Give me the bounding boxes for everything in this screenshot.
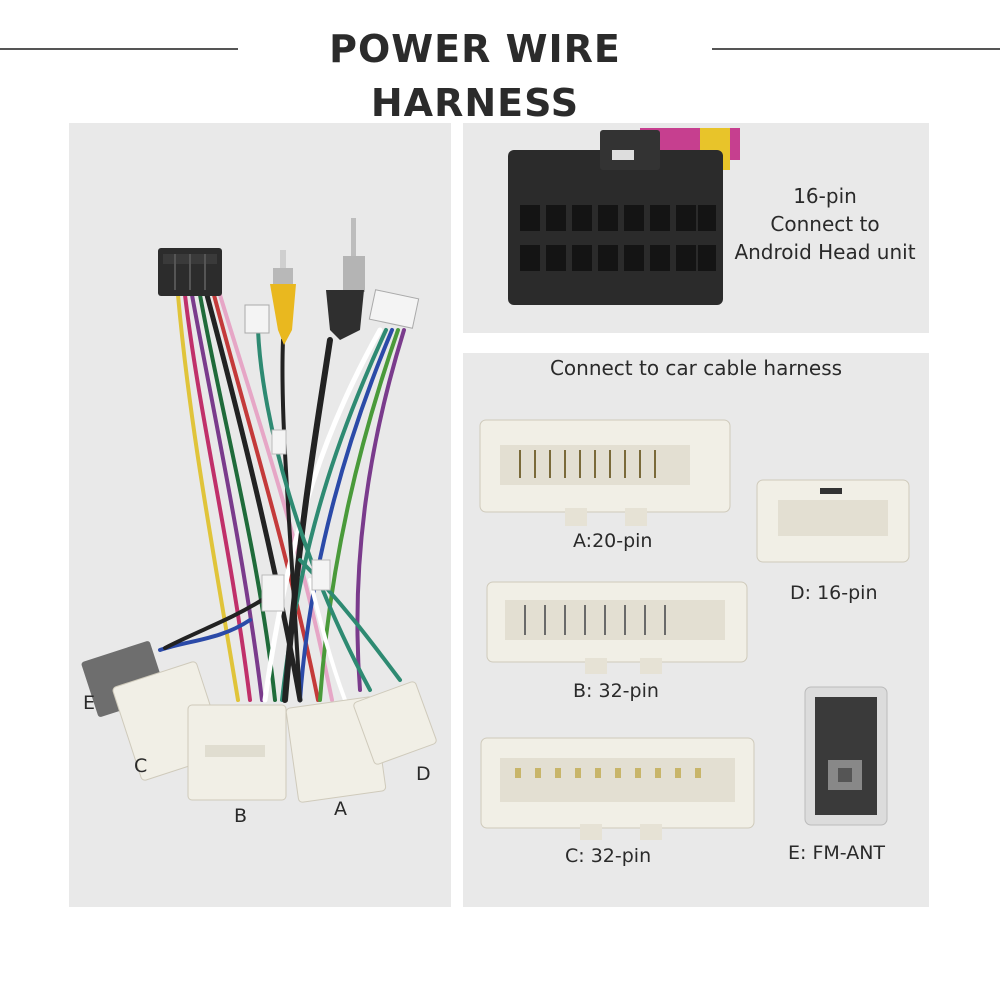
connector-c-label: C: 32-pin xyxy=(565,845,652,867)
head-unit-pin-count: 16-pin xyxy=(793,184,857,208)
title-rule-left xyxy=(0,48,238,50)
connector-b-image xyxy=(486,581,748,674)
connector-e-image xyxy=(804,686,888,826)
plug-letter-b: B xyxy=(234,805,248,827)
wire-label-tag xyxy=(271,429,287,455)
plug-letter-a: A xyxy=(334,798,347,820)
plug-letter-d: D xyxy=(416,763,431,785)
wire-label-tag xyxy=(311,559,331,591)
rca-plug xyxy=(270,250,296,345)
connector-a-image xyxy=(479,419,731,526)
title-rule-right xyxy=(712,48,1000,50)
head-unit-target-label: Android Head unit xyxy=(734,240,916,264)
plug-letter-e: E xyxy=(83,692,96,714)
plug-b xyxy=(187,704,287,801)
head-unit-plug-small xyxy=(158,248,222,296)
title-row: POWER WIRE HARNESS xyxy=(0,22,1000,125)
car-harness-heading: Connect to car cable harness xyxy=(549,356,843,380)
connector-e-label: E: FM-ANT xyxy=(788,842,886,864)
head-unit-caption: 16-pin Connect to Android Head unit xyxy=(700,182,950,266)
connector-a-label: A:20-pin xyxy=(573,530,653,552)
wire-bundle xyxy=(158,292,406,703)
wire-label-tag xyxy=(261,574,285,612)
head-unit-socket xyxy=(508,128,740,305)
plug-d xyxy=(353,681,437,765)
connector-d-label: D: 16-pin xyxy=(790,582,878,604)
connector-d-image xyxy=(756,479,910,563)
connector-b-label: B: 32-pin xyxy=(573,680,659,702)
head-unit-connect-label: Connect to xyxy=(770,212,880,236)
page-title: POWER WIRE HARNESS xyxy=(329,27,621,125)
plug-letter-c: C xyxy=(134,755,148,777)
antenna-plug xyxy=(326,218,365,340)
connector-c-image xyxy=(480,737,755,840)
small-clip xyxy=(244,304,270,334)
multi-clip xyxy=(368,289,420,329)
